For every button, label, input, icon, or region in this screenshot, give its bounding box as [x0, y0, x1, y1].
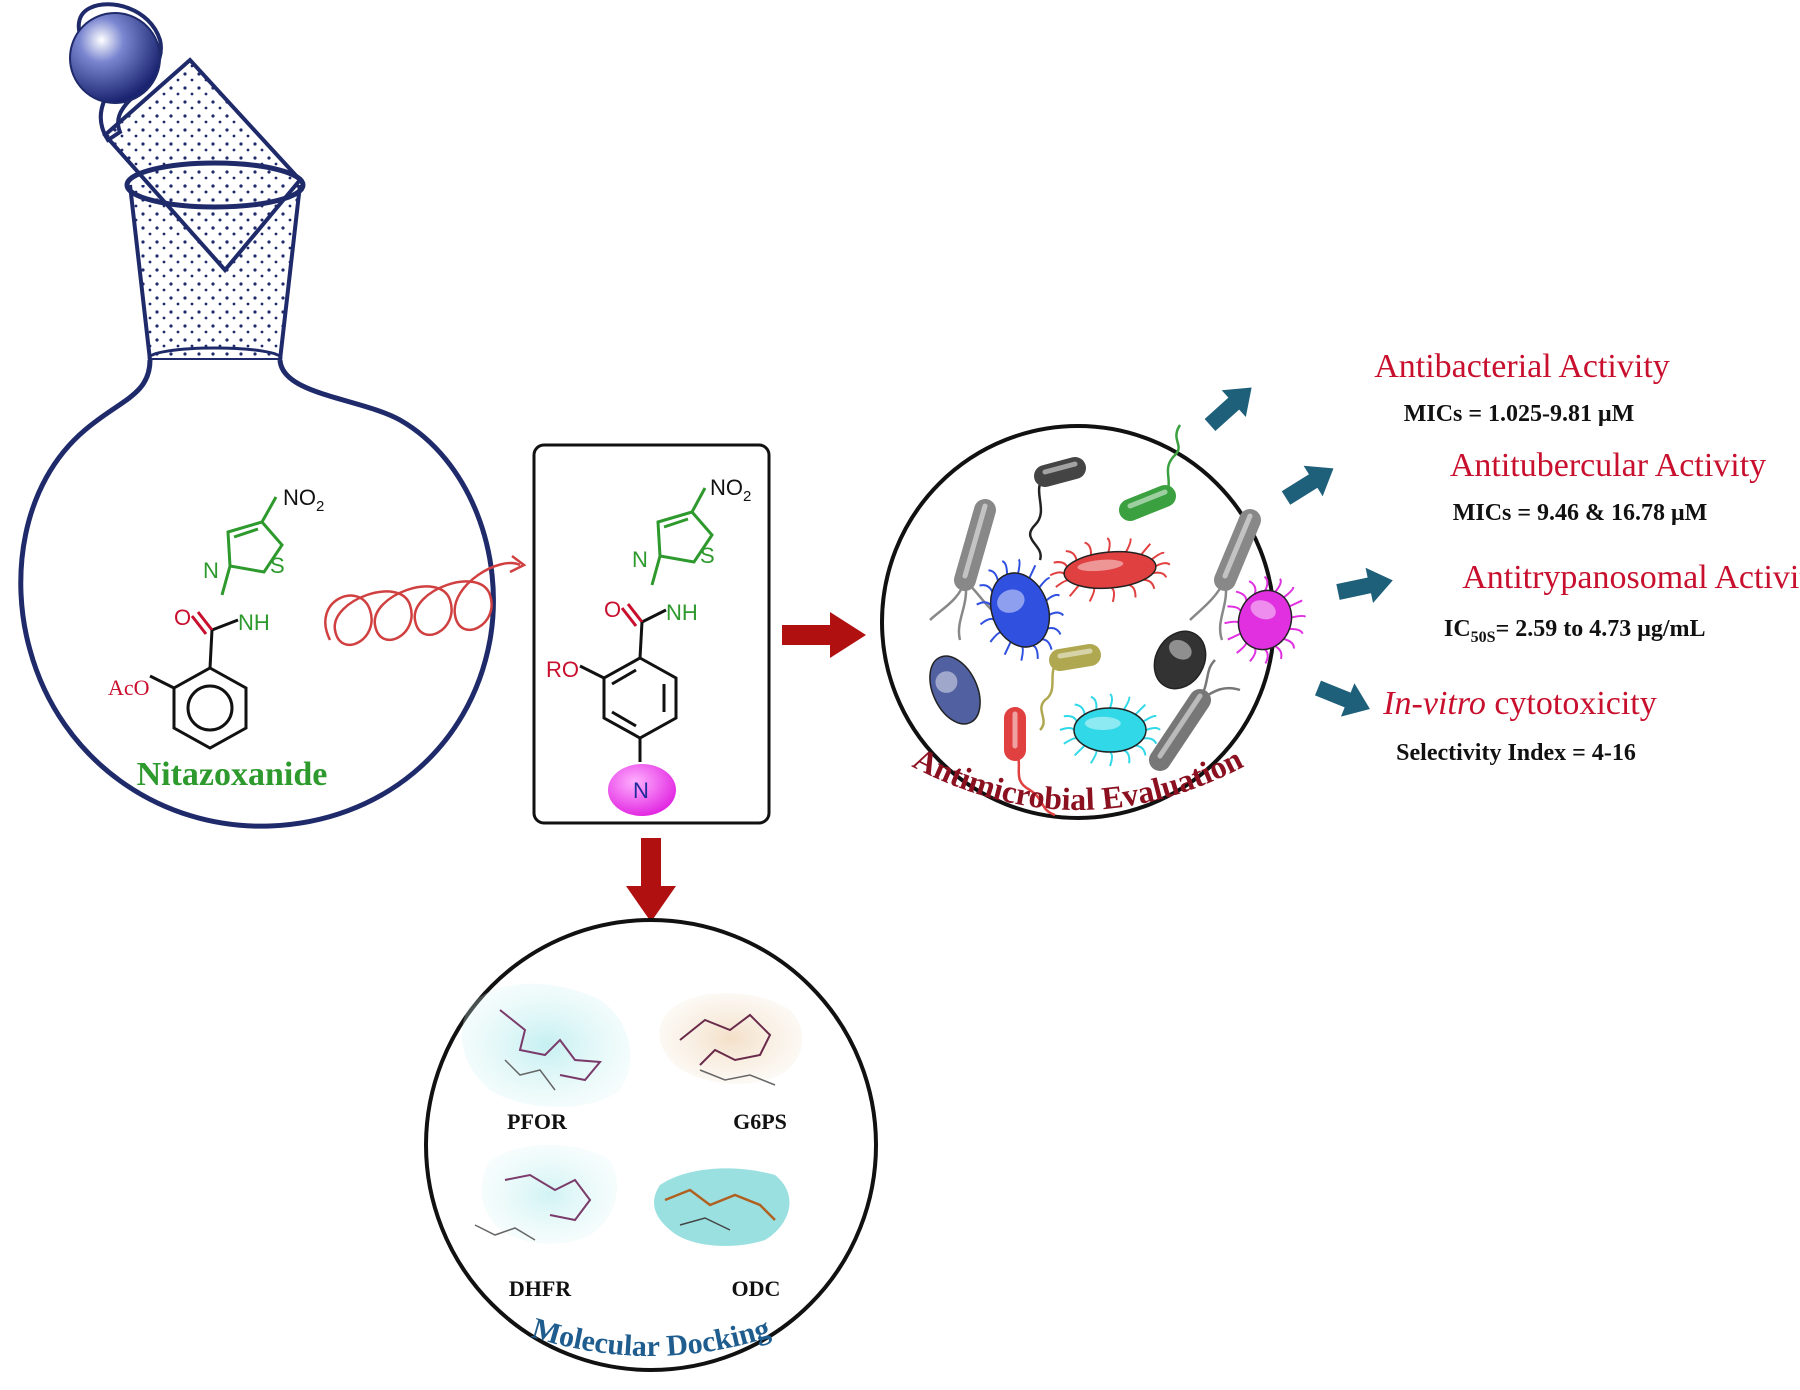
nitazoxanide-structure: NO2 N S NH O AcO — [108, 485, 324, 750]
arrow-cytotoxicity — [1315, 680, 1370, 717]
product-no2-label: NO2 — [710, 475, 751, 505]
selectivity-index: Selectivity Index = 4-16 — [1396, 740, 1636, 766]
antitubercular-title: Antitubercular Activity — [1450, 447, 1766, 484]
target-dhfr: DHFR — [509, 1276, 572, 1301]
black-bacillus — [1028, 457, 1086, 561]
target-g6ps: G6PS — [733, 1109, 787, 1134]
arrow-antitubercular — [1281, 465, 1334, 505]
sphere-stopper — [69, 12, 161, 104]
blue-spotted-oval — [929, 655, 981, 725]
gray-spirochete-left — [929, 499, 1011, 641]
blue-coccus — [976, 558, 1065, 661]
arrow-to-evaluation — [782, 612, 866, 658]
red-flagellate — [1049, 537, 1171, 603]
antibacterial-title: Antibacterial Activity — [1374, 348, 1670, 385]
flask-body — [18, 359, 496, 829]
antitubercular-mics: MICs = 9.46 & 16.78 μM — [1453, 500, 1708, 526]
black-spotted-oval — [1153, 630, 1207, 690]
aco-label: AcO — [108, 675, 150, 700]
product-ro-label: RO — [546, 657, 579, 682]
docking-circle — [424, 918, 878, 1372]
green-bacillus — [1119, 424, 1182, 521]
gray-spirochete-right — [1189, 509, 1261, 641]
thiazole-s-label: S — [270, 553, 285, 578]
microbes-group — [929, 424, 1307, 817]
arrow-to-docking — [626, 838, 676, 922]
cyan-coccus — [1059, 693, 1161, 767]
red-bacillus — [1004, 707, 1056, 817]
docking-pose-g6ps — [659, 993, 803, 1086]
product-n-label: N — [632, 547, 648, 572]
gray-spirochete-bottom — [1149, 659, 1241, 771]
activity-arrows — [1204, 387, 1393, 717]
product-structure: NO2 N S NH O RO N — [546, 475, 751, 816]
antitrypanosomal-ic50: IC50S= 2.59 to 4.73 μg/mL — [1444, 616, 1706, 646]
product-thiazole-ring — [656, 510, 714, 564]
antibacterial-mics: MICs = 1.025-9.81 μM — [1404, 401, 1635, 427]
olive-bacillus — [1039, 644, 1101, 731]
carbonyl-o-label: O — [174, 605, 191, 630]
product-carbonyl-o-label: O — [604, 597, 621, 622]
coil-arrow — [324, 555, 527, 647]
amine-n-label: N — [633, 778, 649, 803]
antitrypanosomal-title: Antitrypanosomal Activity — [1462, 559, 1800, 596]
magenta-coccus — [1224, 575, 1307, 664]
round-bottom-flask — [18, 2, 496, 829]
flask-neck — [128, 184, 302, 362]
amine-substituent — [608, 764, 676, 816]
cytotoxicity-title: In-vitro cytotoxicity — [1382, 685, 1657, 722]
nh-label: NH — [238, 610, 270, 635]
arrow-antibacterial — [1204, 387, 1252, 431]
docking-pose-pfor — [461, 983, 631, 1107]
target-odc: ODC — [732, 1276, 781, 1301]
product-s-label: S — [700, 543, 715, 568]
nitazoxanide-name: Nitazoxanide — [137, 756, 328, 793]
product-nh-label: NH — [666, 600, 698, 625]
arrow-antitrypanosomal — [1336, 567, 1393, 603]
flask-neck-rim — [124, 160, 306, 210]
docking-pose-dhfr — [474, 1145, 618, 1244]
docking-pose-odc — [654, 1168, 790, 1246]
thiazole-n-label: N — [203, 558, 219, 583]
no2-label: NO2 — [283, 485, 324, 515]
thiazole-ring — [226, 520, 284, 574]
target-pfor: PFOR — [507, 1109, 568, 1134]
